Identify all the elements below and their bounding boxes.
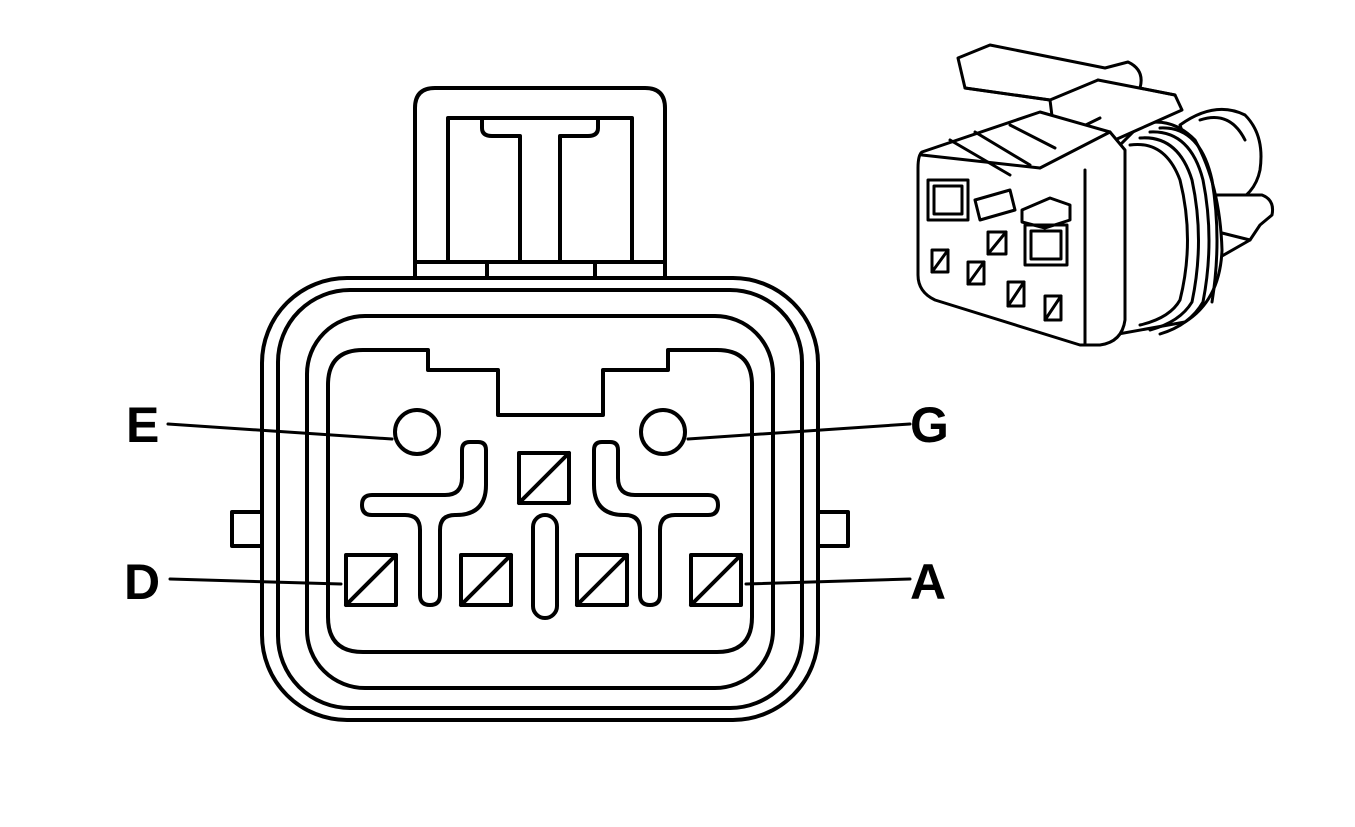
center-rib xyxy=(531,513,559,620)
iso-socket-center xyxy=(986,230,1008,256)
iso-front-face xyxy=(916,110,1127,347)
terminal-center-top-cavity xyxy=(517,451,571,505)
terminal-e-cavity xyxy=(393,408,441,456)
housing-seal xyxy=(305,314,775,690)
iso-socket-top-left xyxy=(926,178,970,222)
terminal-label-d: D xyxy=(124,554,160,610)
terminal-face xyxy=(326,348,754,654)
iso-socket-bottom-4 xyxy=(1043,294,1063,322)
terminal-a-cavity xyxy=(689,553,743,607)
locking-tab xyxy=(413,86,667,280)
key-rib-right xyxy=(592,440,720,607)
terminal-label-g: G xyxy=(910,397,949,453)
iso-socket-bottom-3 xyxy=(1006,280,1026,308)
leader-line-a xyxy=(744,577,912,586)
terminal-2-cavity xyxy=(459,553,513,607)
leader-line-e xyxy=(166,422,394,441)
terminal-label-a: A xyxy=(910,554,946,610)
housing-outer xyxy=(260,276,820,722)
rear-latch-wing xyxy=(1213,193,1274,262)
key-rib-left xyxy=(360,440,488,607)
terminal-3-cavity xyxy=(575,553,629,607)
terminal-g-cavity xyxy=(639,408,687,456)
housing-rim xyxy=(276,288,804,710)
connector-iso-view xyxy=(916,43,1274,347)
iso-socket-bottom-2 xyxy=(966,260,986,286)
iso-socket-bottom-1 xyxy=(930,248,950,274)
iso-socket-top-right xyxy=(1023,223,1069,267)
connector-face-view: E G D A xyxy=(124,86,949,722)
leader-line-g xyxy=(686,422,912,441)
terminal-label-e: E xyxy=(126,397,159,453)
leader-line-d xyxy=(168,577,343,586)
terminal-d-cavity xyxy=(344,553,398,607)
